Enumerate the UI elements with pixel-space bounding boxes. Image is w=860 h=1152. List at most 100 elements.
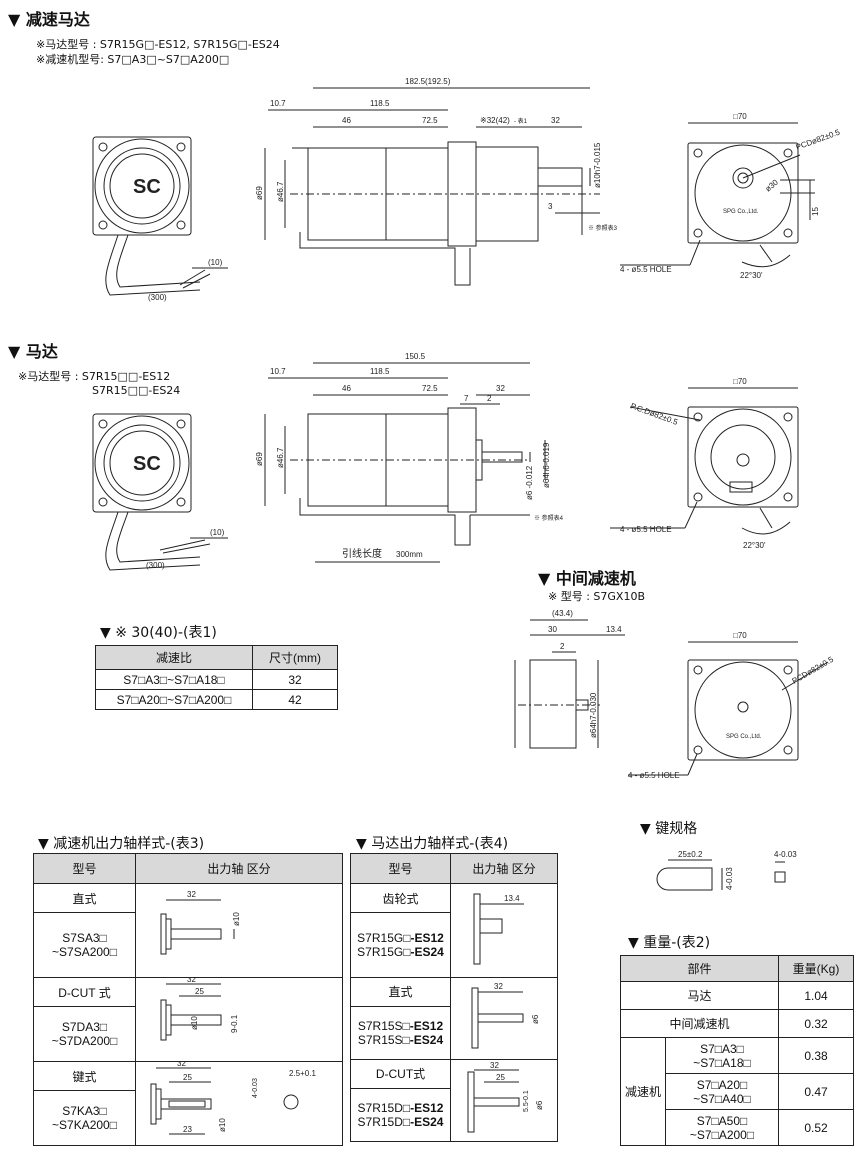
shaft-type: 直式 (350, 977, 451, 1007)
shaft-type: D-CUT式 (350, 1059, 451, 1089)
dim-label: 32 (187, 978, 196, 984)
dim-label: 300mm (396, 550, 423, 559)
front-view-1 (620, 122, 815, 268)
model-code: ~S7KA200□ (52, 1118, 117, 1133)
model-code: S7R15S□ (357, 1018, 410, 1033)
shaft-drawing-cell: 32 25 ø10 9-0.1 (135, 975, 343, 1062)
model-code: ~S7SA200□ (52, 945, 117, 960)
model-code: S7□A50□ (696, 1113, 748, 1128)
table3: 型号出力轴 区分 直式 32 ø10 S7SA3□~S7SA200□ D-CUT… (33, 853, 343, 1146)
dim-label: 10.7 (270, 367, 286, 376)
model-code: S7SA3□ (62, 931, 107, 946)
table2-header: 部件 (620, 955, 779, 982)
dim-label: (10) (208, 258, 223, 267)
shaft-drawing: 13.4 (473, 893, 524, 965)
dim-label: 72.5 (422, 116, 438, 125)
dim-label: ø10h7-0.015 (593, 142, 602, 188)
table-cell: 42 (252, 689, 338, 710)
dim-label: 10.7 (270, 99, 286, 108)
dim-label: 25 (195, 987, 204, 996)
model-code: S7R15G□ (357, 945, 411, 960)
side-view-2 (264, 362, 546, 563)
side-view-3 (514, 619, 625, 749)
dim-label: □70 (733, 377, 747, 386)
table-cell: 0.32 (778, 1009, 854, 1038)
model-code: S7□A20□ (696, 1077, 748, 1092)
model-suffix: -ES12 (410, 1100, 444, 1115)
motor-model-note-2: S7R15□□-ES24 (92, 384, 181, 397)
dim-label: 22°30' (743, 541, 766, 550)
svg-text:SC: SC (133, 453, 161, 475)
model-code: ~S7□A40□ (693, 1091, 751, 1106)
dim-label: 118.5 (370, 367, 390, 376)
dim-label: PCDø82±0.5 (795, 127, 842, 151)
table-cell: 0.38 (778, 1037, 854, 1074)
dim-label: 32 (177, 1062, 186, 1068)
key-spec-title: ▼ 键规格 (640, 821, 698, 837)
table4-title: ▼ 马达出力轴样式-(表4) (356, 836, 509, 852)
shaft-type: 齿轮式 (350, 882, 451, 914)
dim-label: 46 (342, 384, 351, 393)
dim-label: ø64h7-0.030 (589, 692, 598, 738)
back-view-1: SC (92, 136, 228, 296)
model-cell: S7□A3□~S7□A18□ (665, 1037, 779, 1074)
table1: 减速比 尺寸(mm) S7□A3□~S7□A18□32 S7□A20□~S7□A… (95, 645, 338, 710)
shaft-type: 直式 (33, 882, 136, 914)
dim-label: ø6 (535, 1100, 544, 1110)
table-cell: S7□A3□~S7□A18□ (95, 669, 253, 690)
dim-label: 72.5 (422, 384, 438, 393)
dim-label: 7 (464, 394, 469, 403)
shaft-drawing-cell: 32 ø6 (450, 977, 558, 1060)
shaft-drawing-cell: 32 ø10 (135, 883, 343, 978)
dim-label: 25 (496, 1073, 505, 1082)
dim-label: □70 (733, 631, 747, 640)
dim-label: - 表1 (514, 117, 528, 125)
model-code: S7R15S□ (357, 1032, 410, 1047)
model-code: ~S7DA200□ (51, 1034, 118, 1049)
model-cell: S7KA3□~S7KA200□ (33, 1090, 136, 1146)
dim-label: 23 (183, 1125, 192, 1134)
section-title-gear-motor: ▼ 减速马达 (8, 10, 90, 29)
table4-header: 型号 (350, 853, 451, 884)
dim-label: □70 (733, 112, 747, 121)
model-cell: S7DA3□~S7DA200□ (33, 1006, 136, 1062)
model-suffix: -ES12 (409, 1018, 444, 1033)
dim-label: ø30 (764, 177, 781, 193)
dim-label: (300) (146, 561, 165, 570)
svg-text:SC: SC (133, 176, 161, 198)
dim-label: 15 (811, 207, 820, 216)
dim-label: 32 (496, 384, 505, 393)
dim-label: ø10 (190, 1016, 199, 1030)
dim-label: PCDø82±0.5 (791, 655, 836, 686)
shaft-drawing: 32 ø6 (471, 982, 540, 1049)
table2-header: 重量(Kg) (778, 955, 854, 982)
dim-overall-length: 182.5(192.5) (405, 77, 451, 86)
dim-label: ※ 参照表4 (534, 514, 564, 522)
table-cell: S7□A20□~S7□A200□ (95, 689, 253, 710)
model-code: S7R15D□ (357, 1100, 411, 1115)
dim-label: 118.5 (370, 99, 390, 108)
table-cell: 中间减速机 (620, 1009, 779, 1038)
table-cell: 1.04 (778, 981, 854, 1010)
dim-label: ø6 (531, 1014, 540, 1024)
shaft-type: D-CUT 式 (33, 976, 136, 1008)
table3-title: ▼ 减速机出力轴样式-(表3) (38, 836, 205, 852)
dim-label: 32 (490, 1061, 499, 1070)
dim-label: ø10 (232, 912, 241, 926)
gearhead-model-note: ※减速机型号: S7□A3□~S7□A200□ (36, 53, 230, 66)
key-drawing (656, 859, 786, 891)
dim-label: 4-0.03 (252, 1078, 259, 1098)
model-code: ~S7□A18□ (693, 1055, 751, 1070)
dim-label: 2 (487, 394, 492, 403)
front-view-3 (628, 641, 829, 776)
motor-model-note-1: ※马达型号 : S7R15□□-ES12 (18, 370, 171, 383)
dim-label: 5.5-0.1 (523, 1090, 530, 1112)
table-cell: 0.47 (778, 1073, 854, 1110)
dim-label: 32 (494, 982, 503, 991)
motor-model-note: ※马达型号 : S7R15G□-ES12, S7R15G□-ES24 (36, 38, 280, 51)
table3-header: 型号 (33, 853, 136, 884)
